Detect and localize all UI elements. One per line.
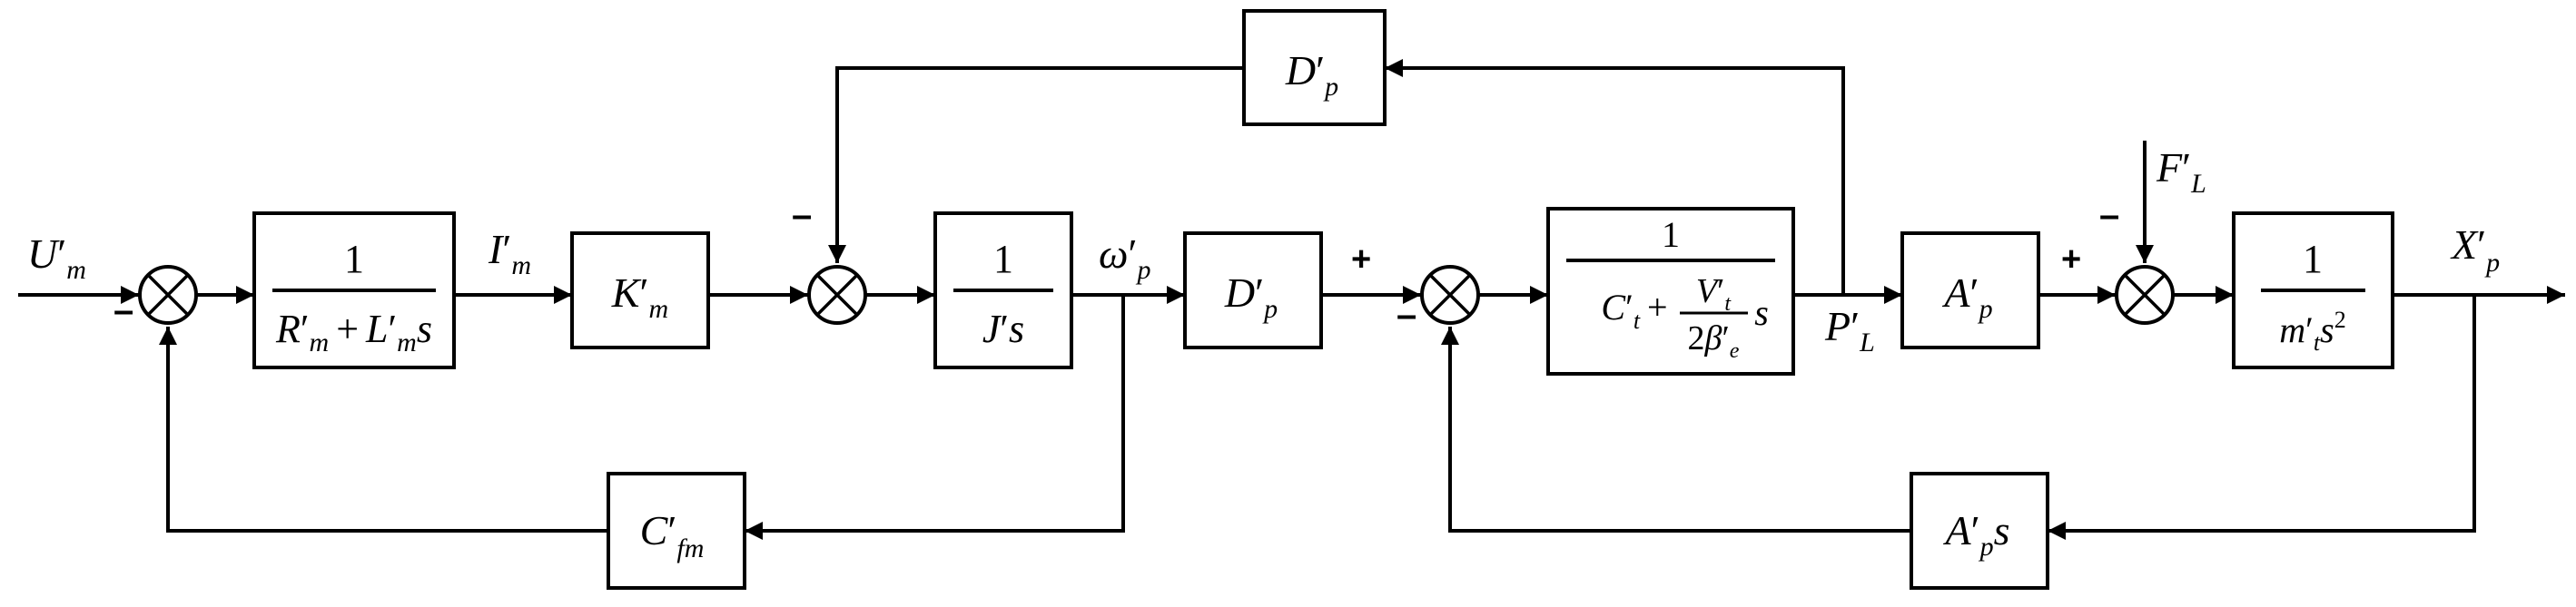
sign-sum2-top: – [792,195,812,235]
ap-fwd-label: A′p [1941,269,1992,324]
dp-fb-label: D′p [1285,47,1338,102]
wire-pressure-feedback [1385,59,1845,295]
hydraulic-frac-den: 2β′e [1688,319,1740,363]
hydraulic-num: 1 [1662,214,1680,255]
signal-output: X′p [2450,221,2500,278]
wire-speed-feedback [745,295,1125,540]
block-back-emf: C′fm [607,472,746,590]
sign-sum4-left: + [2061,240,2081,279]
block-torque-constant: K′m [570,231,710,349]
dp-fwd-label: D′p [1224,269,1278,324]
summing-junction-4 [2115,265,2175,325]
block-hydraulic: 1 C′t+ V′t 2β′e s [1546,207,1795,376]
wire-dp-fb-to-sum2 [828,66,1244,263]
block-displacement-feedback: D′p [1242,9,1387,126]
signal-load-force: F′L [2156,144,2206,199]
signal-current: I′m [488,226,531,280]
block-displacement-forward: D′p [1183,231,1323,349]
hydraulic-frac-num: V′t [1696,272,1732,316]
mass-num: 1 [2303,237,2323,281]
sign-sum4-top: – [2099,195,2119,235]
aps-label: A′ps [1942,507,2009,562]
sign-sum3-bottom: – [1397,295,1416,335]
block-inertia: 1 J′s [933,211,1073,369]
motor-num: 1 [344,237,364,281]
block-area-forward: A′p [1900,231,2040,349]
inertia-num: 1 [993,237,1013,281]
signal-speed: ω′p [1099,230,1151,285]
summing-junction-3 [1420,265,1480,325]
wire-cfm-to-sum1 [159,327,608,533]
summing-junction-2 [807,265,867,325]
motor-den: R′m+L′ms [275,307,432,357]
block-motor-electrical: 1 R′m+L′ms [252,211,456,369]
hydraulic-den-s: s [1754,292,1769,333]
km-label: K′m [611,269,668,324]
cfm-label: C′fm [640,507,705,563]
sign-sum1-bottom: – [114,290,133,330]
inertia-den: J′s [982,307,1024,351]
mass-den: m′ts2 [2279,307,2345,356]
block-mass: 1 m′ts2 [2232,211,2394,369]
signal-input: U′m [27,230,86,285]
block-velocity-feedback: A′ps [1910,472,2049,590]
sign-sum3-left: + [1351,240,1371,279]
wire-aps-to-sum3 [1441,327,1911,533]
summing-junction-1 [138,265,198,325]
hydraulic-den-left: C′t+ [1601,287,1667,334]
signal-pressure: P′L [1824,303,1875,357]
wire-output-feedback [2048,295,2476,540]
